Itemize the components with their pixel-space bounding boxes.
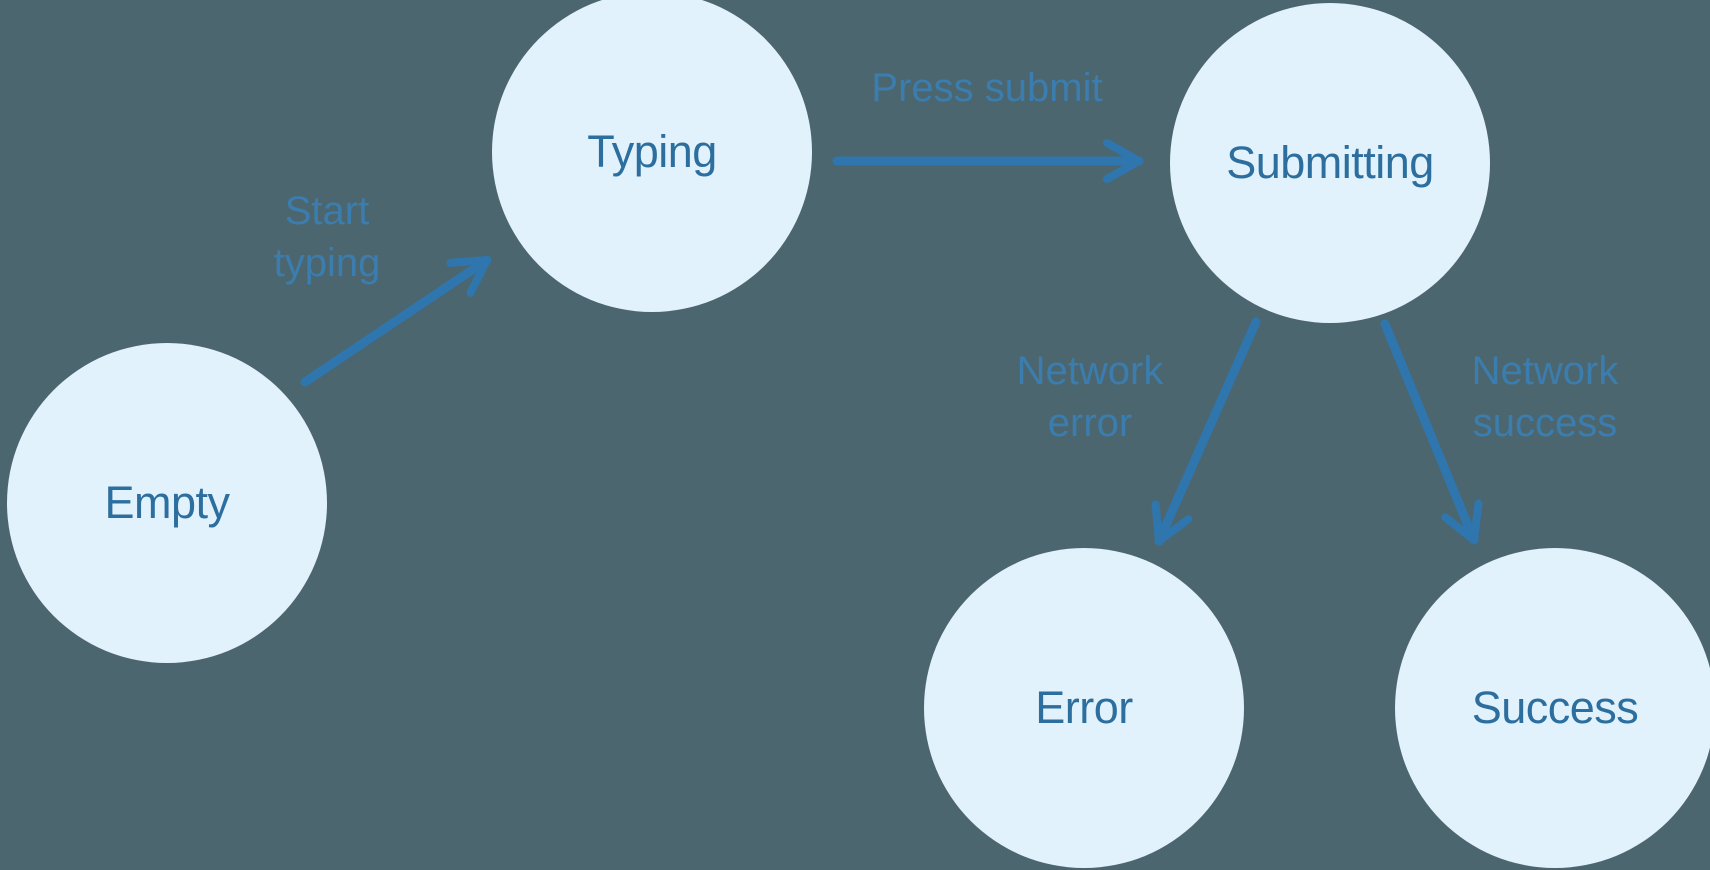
state-node-success: Success [1395, 548, 1710, 868]
state-label-success: Success [1471, 682, 1639, 733]
edge-submitting-to-success [1380, 319, 1483, 545]
state-label-error: Error [1035, 682, 1133, 733]
transition-label-line: success [1472, 401, 1618, 445]
transition-label-line: typing [273, 241, 381, 285]
state-node-typing: Typing [492, 0, 812, 312]
state-node-submitting: Submitting [1170, 3, 1490, 323]
transition-label-press-submit: Press submit [871, 62, 1102, 114]
transition-label-network-success: Network success [1472, 345, 1619, 449]
transition-label-line: Network [1471, 349, 1619, 393]
transition-label-line: Start [284, 189, 370, 233]
transition-label-start-typing: Start typing [274, 185, 381, 289]
state-label-typing: Typing [587, 126, 717, 177]
transition-label-line: Network [1016, 349, 1164, 393]
transition-label-line: Press submit [871, 66, 1103, 110]
transition-label-line: error [1047, 401, 1133, 445]
state-label-empty: Empty [104, 477, 230, 528]
transition-label-network-error: Network error [1017, 345, 1164, 449]
state-label-submitting: Submitting [1226, 137, 1434, 188]
state-node-error: Error [924, 548, 1244, 868]
edge-submitting-to-error [1151, 317, 1261, 546]
state-node-empty: Empty [7, 343, 327, 663]
